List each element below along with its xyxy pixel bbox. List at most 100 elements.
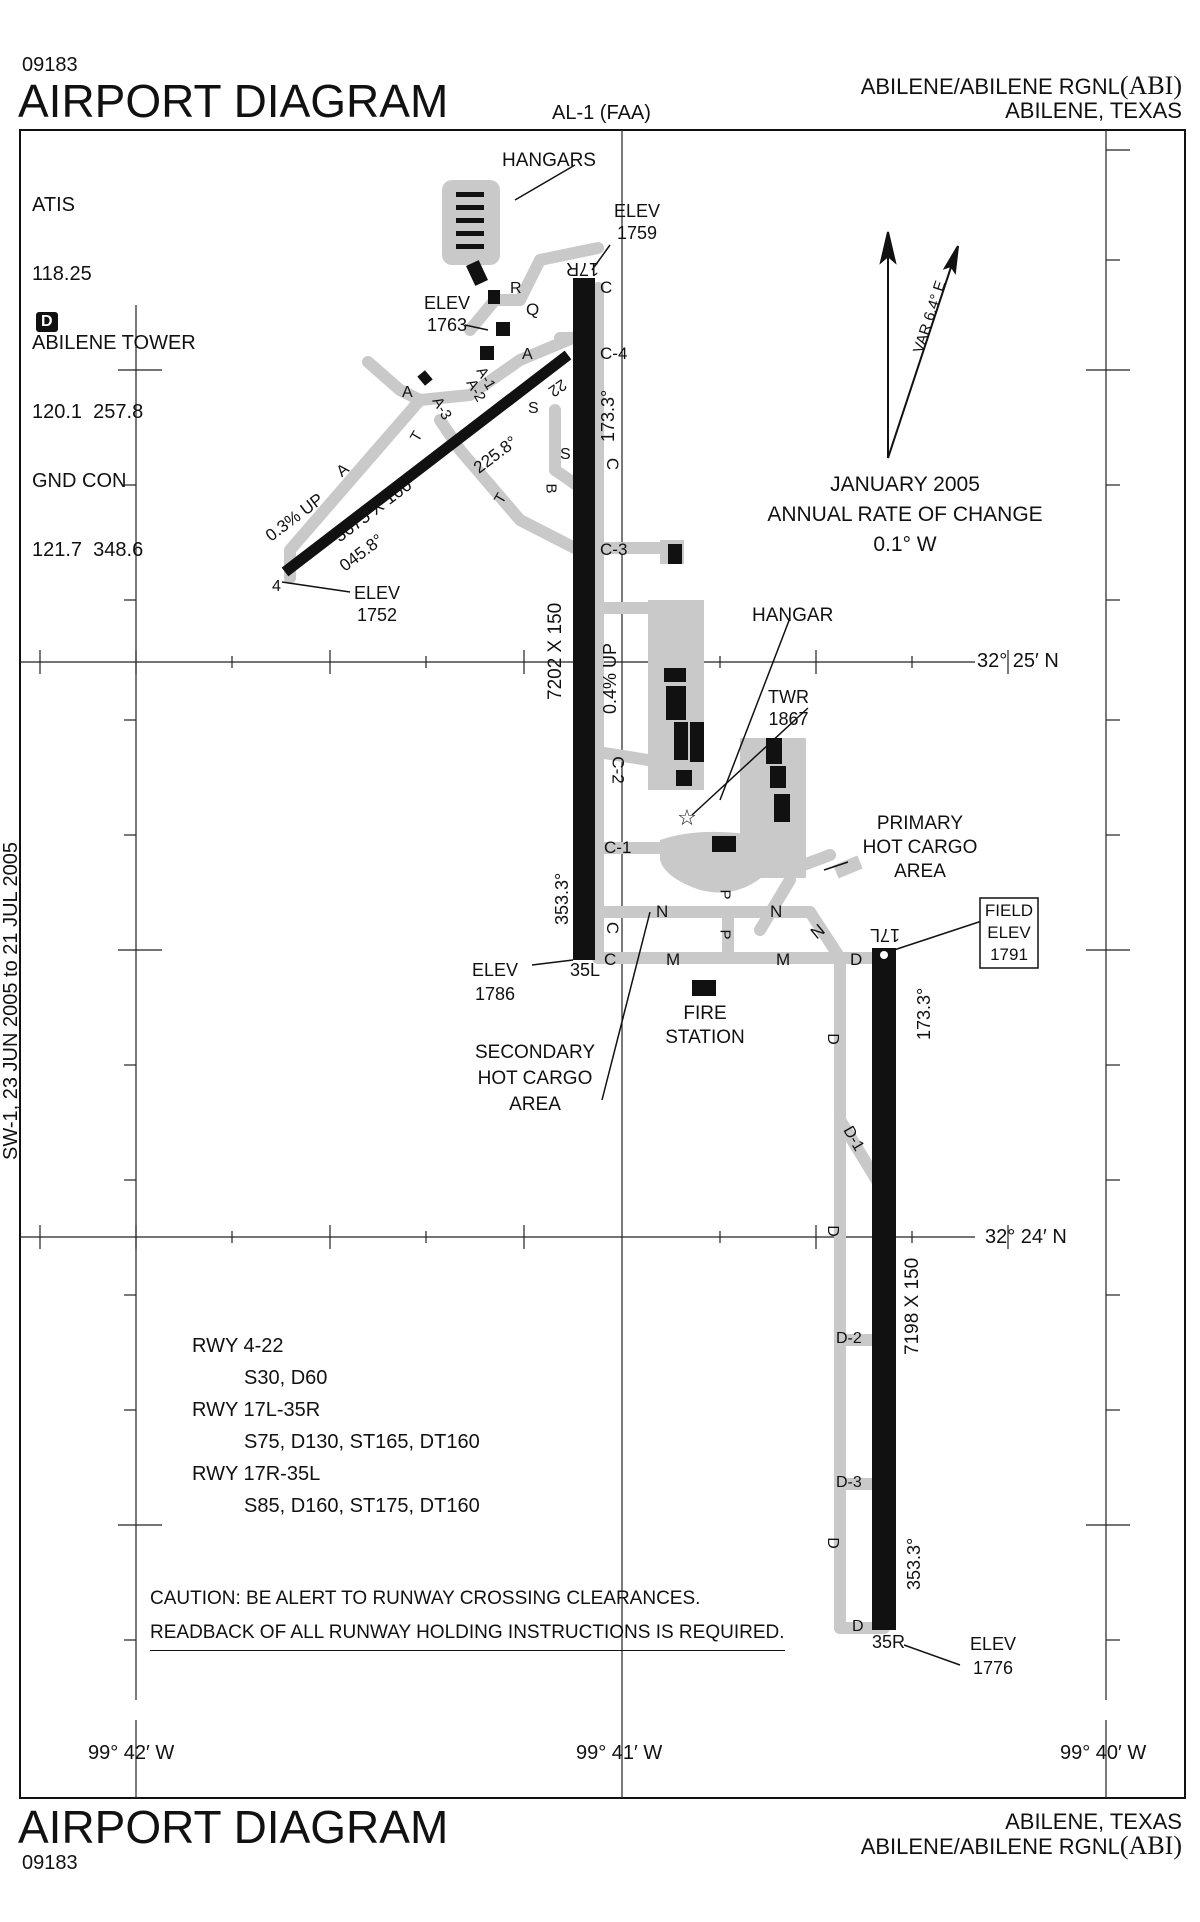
caution-line-1: CAUTION: BE ALERT TO RUNWAY CROSSING CLE…	[150, 1588, 701, 1609]
rwy-end-17l: 17L	[870, 925, 901, 945]
secondary-cargo-line-3: AREA	[509, 1094, 561, 1115]
hangar-building	[664, 668, 686, 682]
taxiway-label: S	[528, 400, 539, 417]
rwy-end-4: 4	[272, 578, 281, 595]
taxiway-label: D-2	[836, 1330, 862, 1347]
apron-areas	[442, 180, 806, 893]
rwy-note-strength: S75, D130, ST165, DT160	[244, 1431, 480, 1453]
rwy-end-35r: 35R	[872, 1632, 906, 1652]
variation-rate-title: ANNUAL RATE OF CHANGE	[767, 503, 1043, 526]
airport-name: ABILENE/ABILENE RGNL	[860, 74, 1120, 99]
tower-label: ABILENE TOWER	[32, 332, 196, 354]
page-title: AIRPORT DIAGRAM	[18, 75, 449, 127]
frequency-block: ATIS 118.25 ABILENE TOWER 120.1 257.8 GN…	[32, 148, 196, 585]
rwy-35r-hdg: 353.3°	[904, 1537, 924, 1590]
atis-label: ATIS	[32, 194, 75, 216]
chart-frame	[19, 129, 1186, 1799]
taxiway-a-spur	[362, 356, 426, 406]
taxiway-label: D-3	[836, 1474, 862, 1491]
taxiway-label: C-1	[604, 838, 632, 857]
rwy-note-strength: S30, D60	[244, 1367, 328, 1389]
hangar-building	[674, 722, 688, 760]
rwy-17r-hdg: 173.3°	[598, 389, 618, 442]
taxiway-label: N	[770, 902, 783, 921]
rwy-note-title: RWY 17R-35L	[192, 1463, 321, 1485]
rwy-end-17r: 17R	[566, 259, 600, 279]
chart-code: AL-1 (FAA)	[552, 102, 651, 124]
primary-cargo-link	[784, 849, 836, 876]
rwy-35l-hdg: 353.3°	[552, 872, 572, 925]
taxiway-label: C	[603, 921, 623, 935]
taxiway-label: C-2	[608, 756, 628, 784]
hangar-building	[676, 770, 692, 786]
airport-name-bottom: ABILENE/ABILENE RGNL	[860, 1834, 1120, 1859]
hangar-block	[488, 290, 500, 304]
dep-badge: D	[36, 312, 58, 332]
taxiway-label: C-4	[600, 344, 628, 363]
taxiway-label: C	[603, 457, 623, 471]
hangars-label: HANGARS	[502, 150, 596, 171]
hangar-building	[690, 722, 704, 762]
building	[480, 346, 494, 360]
rwy-17r-grad: 0.4% UP	[600, 642, 620, 714]
terminal-building	[770, 766, 786, 788]
rwy-17l-dims: 7198 X 150	[902, 1257, 923, 1355]
taxiway-c2	[592, 746, 654, 766]
taxiway-label: D	[823, 1537, 841, 1549]
airport-id: (ABI)	[1119, 71, 1182, 100]
field-elev-point	[880, 951, 888, 959]
runway-17r-35l	[573, 278, 595, 960]
field-elev-box	[979, 897, 1039, 969]
taxiway-label: B	[542, 483, 560, 494]
grid-ticks	[39, 130, 1130, 1700]
terminal-building	[774, 794, 790, 822]
caution-line-2: READBACK OF ALL RUNWAY HOLDING INSTRUCTI…	[150, 1616, 785, 1651]
gnd-label: GND CON	[32, 470, 127, 492]
taxiway-b-t	[434, 414, 604, 566]
fire-station-line-2: STATION	[665, 1027, 745, 1048]
buildings	[417, 192, 790, 996]
airport-header: ABILENE/ABILENE RGNL(ABI) ABILENE, TEXAS	[860, 71, 1182, 123]
taxiway-label: C-3	[600, 540, 628, 559]
latitude-1: 32° 25′ N	[977, 650, 1059, 672]
chart-number-bottom: 09183	[22, 1852, 78, 1874]
hangar-label: HANGAR	[752, 605, 834, 626]
building	[668, 544, 682, 564]
fire-station-building	[692, 980, 716, 996]
rwy-end-35l: 35L	[570, 960, 601, 980]
taxiway-label: A	[522, 346, 533, 363]
taxiway-label: A	[402, 384, 413, 401]
hangar-bar	[456, 231, 484, 236]
rwy-note-title: RWY 4-22	[192, 1335, 284, 1357]
tower-value: 120.1 257.8	[32, 401, 144, 423]
tower-icon: ☆	[677, 805, 697, 830]
primary-cargo-pad	[833, 855, 863, 879]
hangar-block	[466, 260, 488, 286]
airport-footer: ABILENE, TEXAS ABILENE/ABILENE RGNL(ABI)	[861, 1810, 1182, 1859]
terminal-building	[712, 836, 736, 852]
taxiway-label: Q	[526, 300, 540, 319]
variation-note: JANUARY 2005 ANNUAL RATE OF CHANGE 0.1° …	[760, 470, 1050, 560]
taxiway-n-north	[754, 874, 796, 936]
page-title-bottom: AIRPORT DIAGRAM	[18, 1801, 449, 1853]
hangar-bar	[456, 218, 484, 223]
chart-number-top: 09183	[22, 54, 78, 76]
longitude-3: 99° 40′ W	[1060, 1742, 1147, 1764]
runways	[281, 278, 896, 1630]
rwy-17l-hdg: 173.3°	[914, 987, 934, 1040]
caution-note: CAUTION: BE ALERT TO RUNWAY CROSSING CLE…	[150, 1582, 785, 1651]
primary-cargo-label: PRIMARY HOT CARGO AREA	[860, 812, 980, 884]
taxiway-q-r	[514, 242, 604, 306]
runway-weight-notes: RWY 4-22 S30, D60 RWY 17L-35R S75, D130,…	[192, 1330, 480, 1522]
north-arrow	[879, 231, 959, 459]
airport-id-bottom: (ABI)	[1119, 1831, 1182, 1860]
taxiway-label: S	[560, 446, 571, 463]
rwy-17r-dims: 7202 X 150	[545, 602, 566, 700]
atis-value: 118.25	[32, 263, 92, 285]
taxiway-label: M	[776, 950, 791, 969]
